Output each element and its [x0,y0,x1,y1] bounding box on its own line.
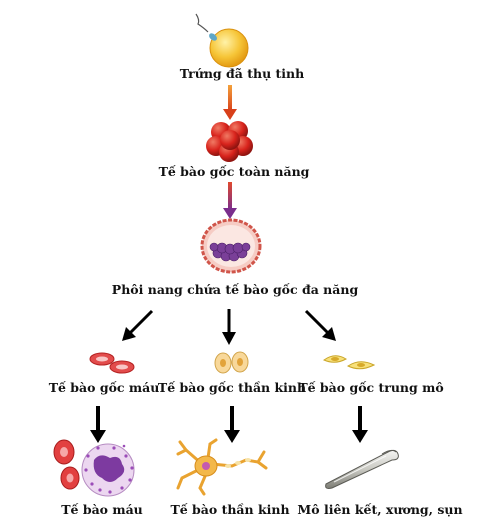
connective-tissue-bone-icon [325,449,399,489]
neural-stem-cells-icon [214,351,249,374]
branch-arrows [122,309,336,345]
down-arrow-icon [224,406,240,443]
mesenchymal-stem-cells-icon [323,355,376,370]
blood-stem-cells-icon [89,352,135,374]
blood-stem-cell-label: Tế bào gốc máu [48,380,160,395]
down-arrow-icon [223,182,237,219]
totipotent-label: Tế bào gốc toàn năng [158,164,310,179]
neural-stem-cell-label: Tế bào gốc thần kinh [157,380,307,395]
blastocyst-label: Phôi nang chứa tế bào gốc đa năng [111,282,359,297]
down-arrow-icon [352,406,368,443]
neuron-label: Tế bào thần kinh [170,502,290,517]
down-arrow-icon [90,406,106,443]
blastocyst-icon [200,218,262,274]
zygote-label: Trứng đã thụ tinh [179,66,305,81]
fertilized-egg-icon [195,13,249,68]
mesenchymal-stem-cell-label: Tế bào gốc trung mô [298,380,444,395]
morula-cell-cluster-icon [206,121,253,162]
blood-cells-icon [53,439,135,497]
blood-cell-label: Tế bào máu [61,502,143,517]
down-arrow-icon [223,85,237,120]
neuron-icon [176,438,268,496]
down-left-arrow-icon [122,309,154,341]
down-right-arrow-icon [304,309,336,341]
connective-tissue-label: Mô liên kết, xương, sụn [297,502,463,517]
down-arrow-icon [222,309,236,345]
